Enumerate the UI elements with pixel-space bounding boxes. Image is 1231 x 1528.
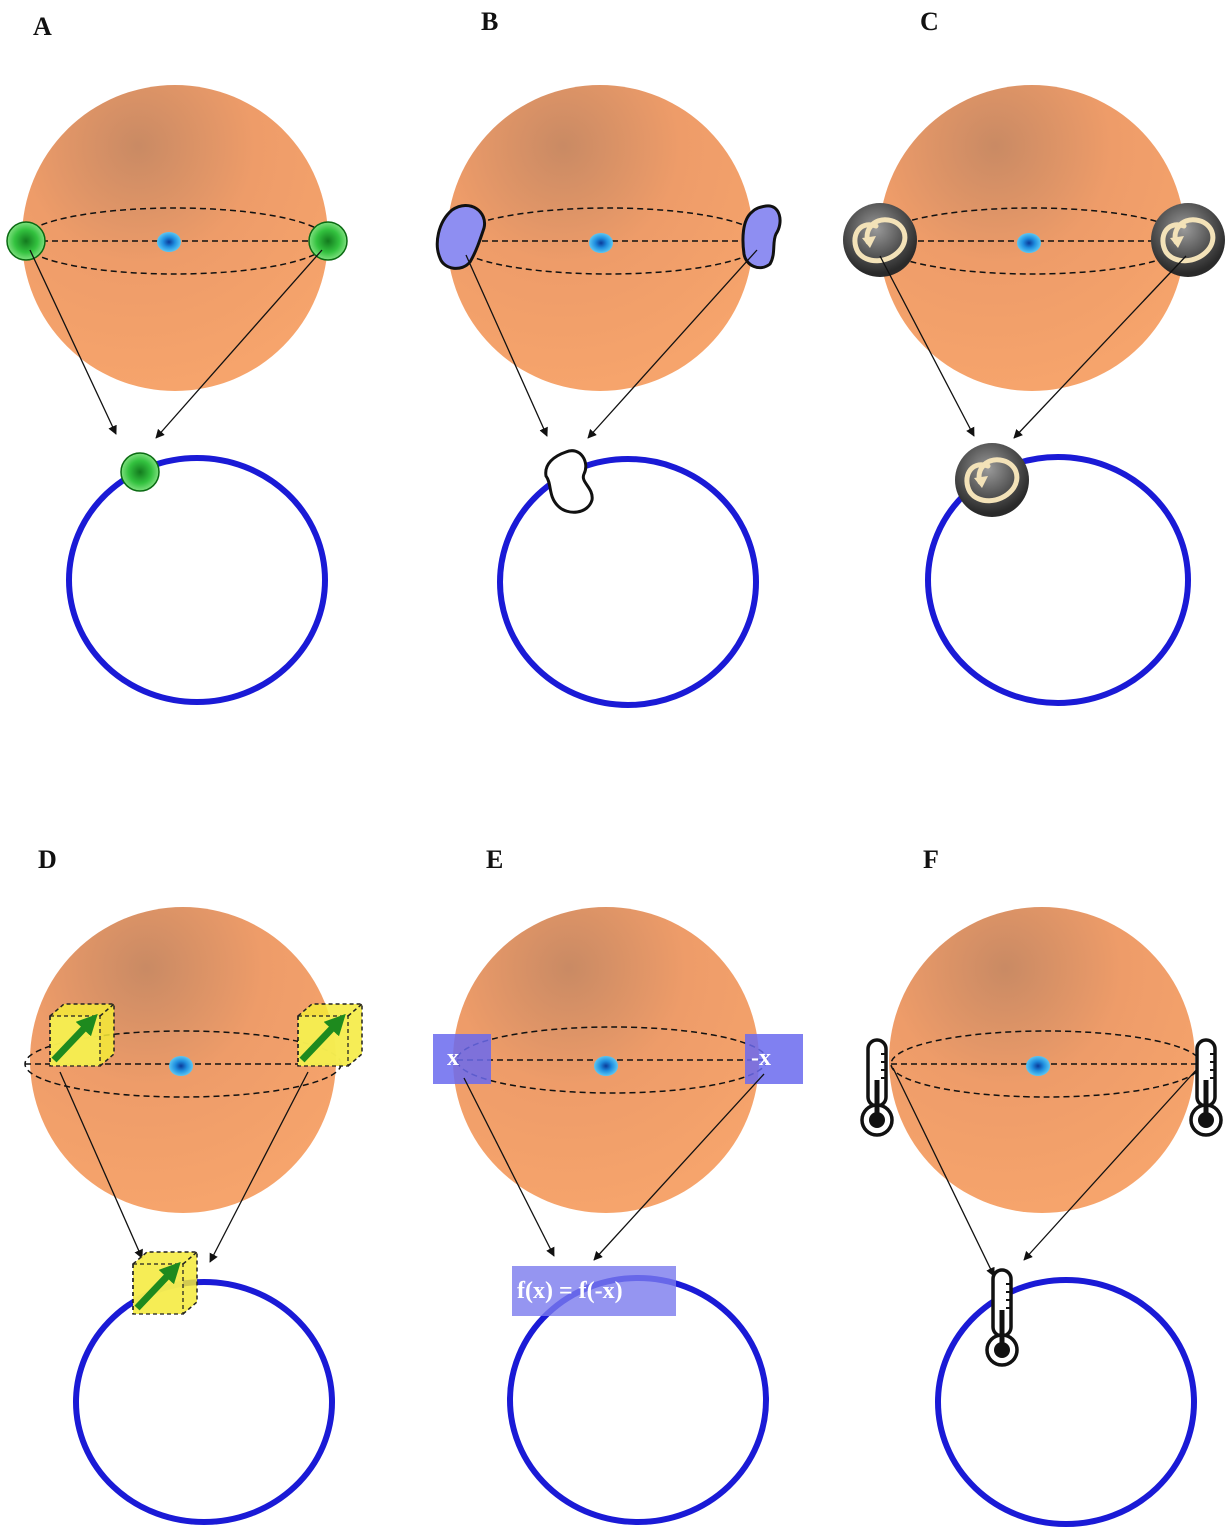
panel-a-left-point [6,221,46,261]
panel-c: C [843,7,1225,706]
panel-f-left-thermometer-icon [860,1038,894,1137]
panel-c-arrow-left [879,255,975,437]
panel-b-right-blob [741,204,782,270]
panel-d-identified-cube [133,1252,197,1314]
panel-e-result-text: f(x) = f(-x) [517,1278,623,1304]
panel-e-arrow-right [593,1073,765,1261]
panel-b: B [435,7,782,708]
panel-a: A [6,12,348,705]
panel-c-center-dot [1017,233,1041,253]
panel-b-center-dot [589,233,613,253]
panel-c-left-rotation-icon [843,203,917,277]
panel-a-right-point [308,221,348,261]
panel-d-arrow-right [209,1071,309,1263]
panel-e: E x -x f(x) = f(-x) [433,845,803,1525]
panel-c-identified-rotation-icon [955,443,1029,517]
panel-b-label: B [481,7,498,36]
panel-b-identified-blob [544,449,594,514]
panel-e-arrow-left [463,1077,555,1257]
panel-e-result-box [512,1266,676,1316]
panel-d-quotient-circle [73,1279,335,1525]
panel-d-right-cube [298,1004,362,1066]
panel-b-left-blob [435,204,487,270]
panel-c-quotient-circle [925,454,1191,706]
panel-b-arrow-left [465,254,548,437]
panel-f-arrow-right [1023,1067,1199,1261]
panel-b-quotient-circle [497,456,759,708]
panel-a-label: A [33,12,52,41]
panel-f-center-dot [1026,1056,1050,1076]
panel-c-right-rotation-icon [1151,203,1225,277]
panel-d-left-cube [50,1004,114,1066]
panel-a-arrow-right [155,249,323,439]
panel-d-label: D [38,845,57,874]
panel-e-right-text: -x [751,1045,771,1071]
panel-a-arrow-left [29,249,117,435]
panel-e-label: E [486,845,503,874]
panel-f-right-thermometer-icon [1189,1038,1223,1137]
panel-d-arrow-left [59,1071,143,1259]
panel-f-arrow-left [892,1067,995,1277]
panel-e-right-box [745,1034,803,1084]
panel-d-center-dot [169,1056,193,1076]
panel-e-center-dot [594,1056,618,1076]
panel-a-identified-point [120,452,160,492]
panel-c-arrow-right [1013,255,1187,439]
panel-b-arrow-right [587,249,758,439]
panel-d: D [24,845,362,1525]
panel-f-quotient-circle [935,1277,1197,1527]
panel-f: F [860,845,1223,1527]
panel-a-center-dot [157,232,181,252]
panel-e-left-text: x [447,1045,459,1071]
panel-a-quotient-circle [66,455,328,705]
panel-e-left-box [433,1034,491,1084]
panel-f-label: F [923,845,939,874]
panel-f-identified-thermometer-icon [985,1268,1019,1367]
panel-c-label: C [920,7,939,36]
